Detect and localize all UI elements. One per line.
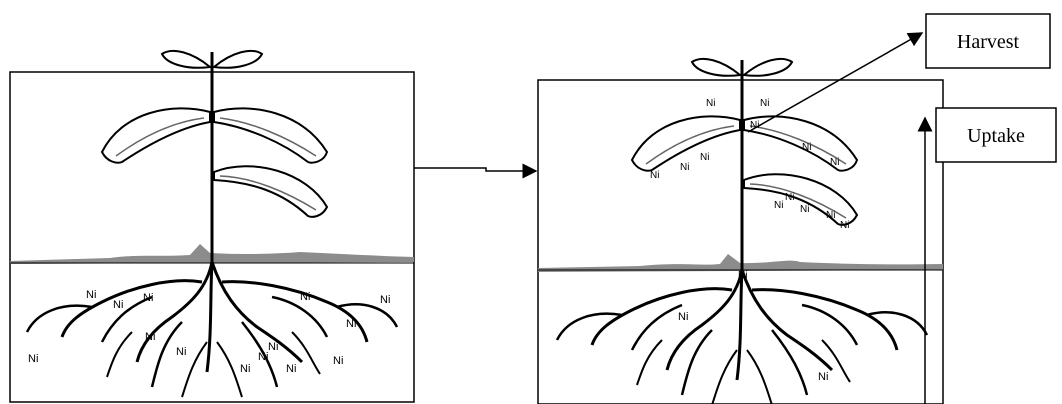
ni-label: Ni (143, 292, 153, 304)
ni-label: Ni (840, 220, 849, 231)
ni-label: Ni (286, 363, 296, 375)
ni-label: Ni (678, 311, 688, 323)
harvest-label: Harvest (957, 31, 1020, 53)
ni-label: Ni (346, 318, 356, 330)
ni-label: Ni (680, 162, 689, 173)
ni-label: Ni (738, 270, 747, 281)
ni-label: Ni (333, 355, 343, 367)
ni-label: Ni (818, 371, 828, 383)
ni-label: Ni (113, 299, 123, 311)
transition-arrow (414, 168, 536, 171)
ni-label: Ni (240, 363, 250, 375)
ni-label: Ni (785, 192, 794, 203)
ni-label: Ni (802, 142, 811, 153)
ni-label: Ni (800, 204, 809, 215)
ni-label: Ni (830, 157, 839, 168)
ni-label: Ni (700, 152, 709, 163)
ni-label: Ni (268, 341, 278, 353)
uptake-label: Uptake (967, 125, 1025, 147)
ni-label: Ni (258, 351, 268, 363)
ni-label: Ni (145, 331, 155, 343)
ni-label: Ni (774, 200, 783, 211)
ni-label: Ni (760, 98, 769, 109)
ni-label: Ni (706, 98, 715, 109)
ni-label: Ni (176, 346, 186, 358)
ni-label: Ni (300, 291, 310, 303)
ni-label: Ni (380, 294, 390, 306)
ni-label: Ni (28, 353, 38, 365)
ni-label: Ni (86, 289, 96, 301)
ni-label: Ni (826, 210, 835, 221)
ni-label: Ni (650, 170, 659, 181)
